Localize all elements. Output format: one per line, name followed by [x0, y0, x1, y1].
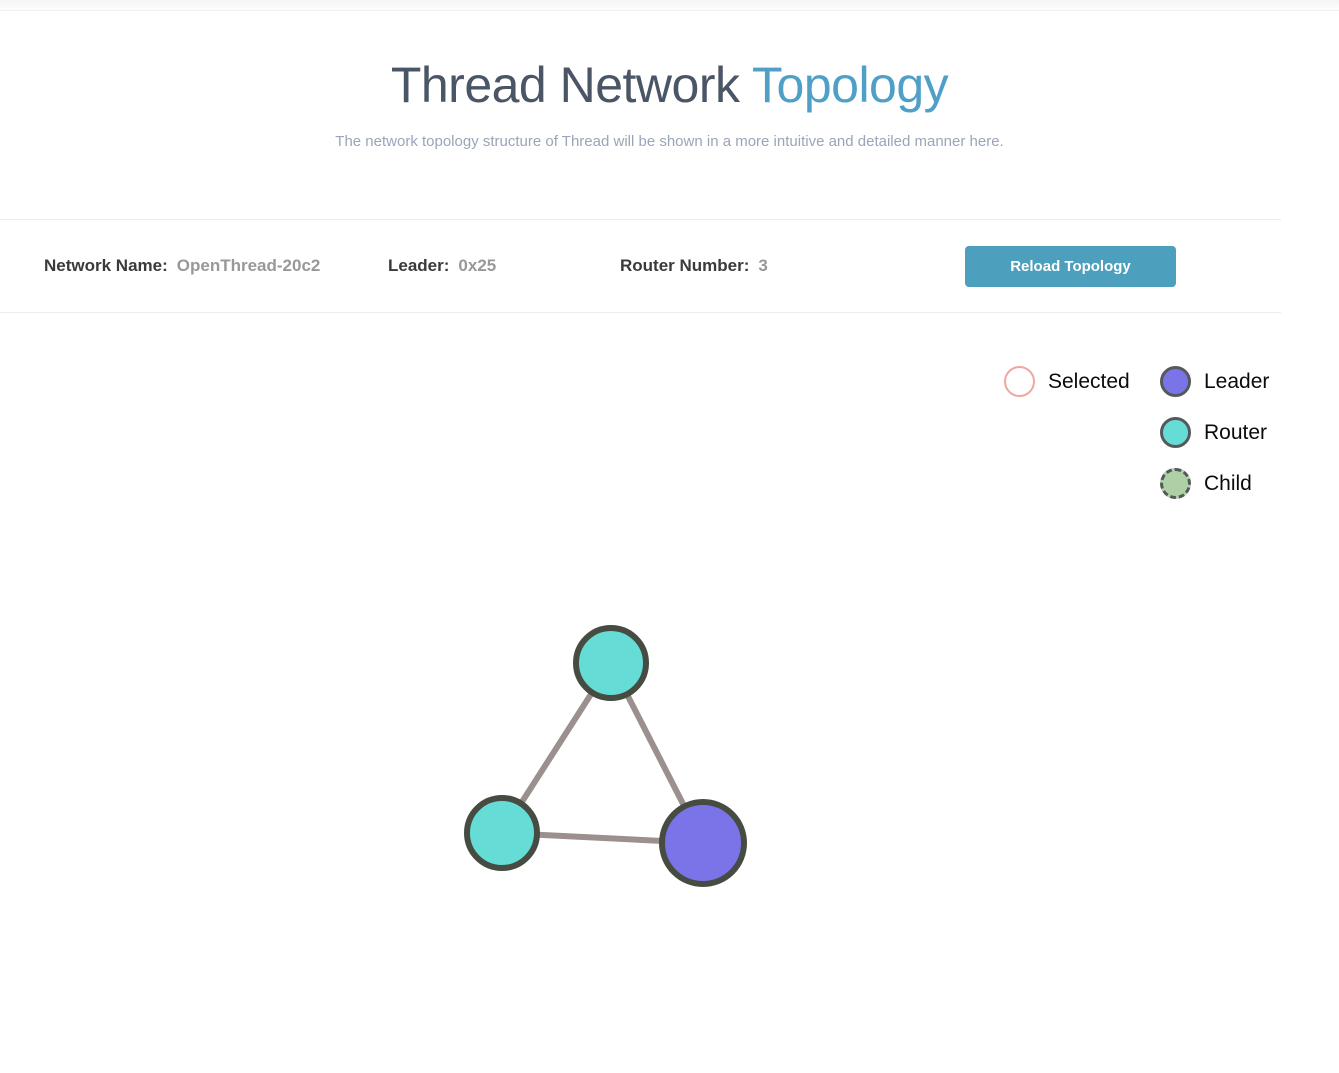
network-name-label: Network Name: [44, 256, 168, 275]
leader-label: Leader: [388, 256, 450, 275]
legend-label-leader: Leader [1204, 369, 1270, 393]
child-legend-icon [1160, 468, 1191, 499]
page-title-accent: Topology [752, 57, 949, 113]
page-title: Thread Network Topology [0, 56, 1339, 114]
graph-node-router[interactable] [464, 795, 540, 871]
info-bar: Network Name: OpenThread-20c2 Leader: 0x… [0, 219, 1281, 313]
reload-topology-button[interactable]: Reload Topology [965, 246, 1176, 287]
router-number-value: 3 [758, 256, 768, 275]
leader-legend-icon [1160, 366, 1191, 397]
legend-label-child: Child [1204, 471, 1252, 495]
legend-item-child: Child [1160, 468, 1252, 499]
page-subtitle: The network topology structure of Thread… [335, 133, 1004, 150]
page-title-primary: Thread Network [390, 57, 740, 113]
leader-field: Leader: 0x25 [388, 256, 496, 276]
router-number-field: Router Number: 3 [620, 256, 768, 276]
graph-node-router[interactable] [573, 625, 649, 701]
router-number-label: Router Number: [620, 256, 750, 275]
top-divider [0, 0, 1339, 11]
legend-label-selected: Selected [1048, 369, 1130, 393]
network-name-field: Network Name: OpenThread-20c2 [44, 256, 320, 276]
legend-label-router: Router [1204, 420, 1268, 444]
legend-item-selected: Selected [1004, 366, 1130, 397]
leader-value: 0x25 [458, 256, 497, 275]
selected-legend-icon [1004, 366, 1035, 397]
network-name-value: OpenThread-20c2 [176, 256, 321, 275]
legend-item-router: Router [1160, 417, 1267, 448]
legend-item-leader: Leader [1160, 366, 1269, 397]
router-legend-icon [1160, 417, 1191, 448]
graph-node-leader[interactable] [659, 799, 747, 887]
